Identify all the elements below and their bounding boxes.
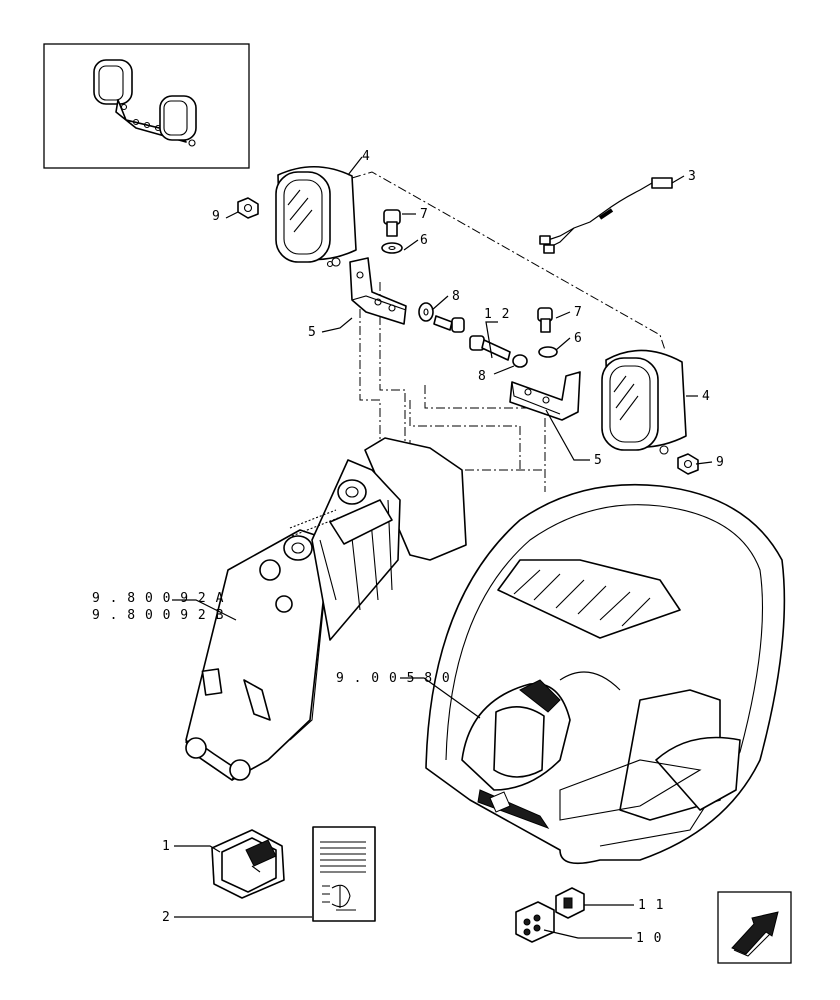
nut-upper	[237, 197, 259, 219]
callout-2: 2	[162, 910, 171, 925]
bolt-upper-left	[383, 209, 401, 237]
callout-1: 1	[162, 839, 171, 854]
inset-box	[43, 43, 250, 169]
callout-labels: 4 9 7 6 3 8 1 2 5 7 6 8 4 5 9 9 . 8 0 0 …	[92, 149, 725, 946]
boom-assembly	[185, 437, 467, 781]
callout-6-upper: 6	[420, 233, 429, 248]
work-lamp-upper	[275, 166, 357, 268]
bolt-horizontal	[433, 315, 465, 333]
switch-label-card	[312, 826, 376, 922]
callout-12: 1 2	[484, 307, 510, 322]
ref-9-80092A: 9 . 8 0 0 9 2 A	[92, 591, 224, 606]
ref-9-00580: 9 . 0 0 5 8 0	[336, 671, 451, 686]
nut-right	[677, 453, 699, 475]
callout-4-right: 4	[702, 389, 711, 404]
ref-9-80092B: 9 . 8 0 0 9 2 B	[92, 608, 224, 623]
inset-lamp-left	[93, 59, 133, 105]
callout-11: 1 1	[638, 898, 664, 913]
washer-upper-left	[381, 242, 403, 254]
callout-7-right: 7	[574, 305, 583, 320]
washer-8-lower	[512, 354, 528, 368]
connector-11	[555, 887, 585, 919]
cab-frame	[425, 483, 786, 865]
callout-5-left: 5	[308, 325, 317, 340]
cable-harness	[539, 177, 673, 254]
callout-8-lower: 8	[478, 369, 487, 384]
work-lamp-right	[601, 349, 687, 455]
callout-9-right: 9	[716, 455, 725, 470]
callout-4-upper: 4	[362, 149, 371, 164]
washer-upper-right	[538, 346, 558, 358]
callout-5-right: 5	[594, 453, 603, 468]
inset-lamp-right	[159, 95, 197, 141]
callout-3: 3	[688, 169, 697, 184]
bolt-12	[469, 335, 511, 361]
callout-6-right: 6	[574, 331, 583, 346]
bracket-right	[509, 371, 581, 421]
rocker-switch	[211, 829, 285, 899]
leader-lines	[172, 156, 713, 939]
callout-10: 1 0	[636, 931, 662, 946]
next-page-arrow-icon[interactable]	[717, 891, 792, 964]
work-light-symbol-icon	[322, 884, 356, 911]
callout-8-upper: 8	[452, 289, 461, 304]
bolt-upper-right	[537, 307, 553, 333]
connector-10	[515, 901, 555, 943]
bracket-left	[349, 257, 407, 325]
washer-8-upper	[418, 302, 434, 322]
callout-7-upper: 7	[420, 207, 429, 222]
callout-9-upper: 9	[212, 209, 221, 224]
